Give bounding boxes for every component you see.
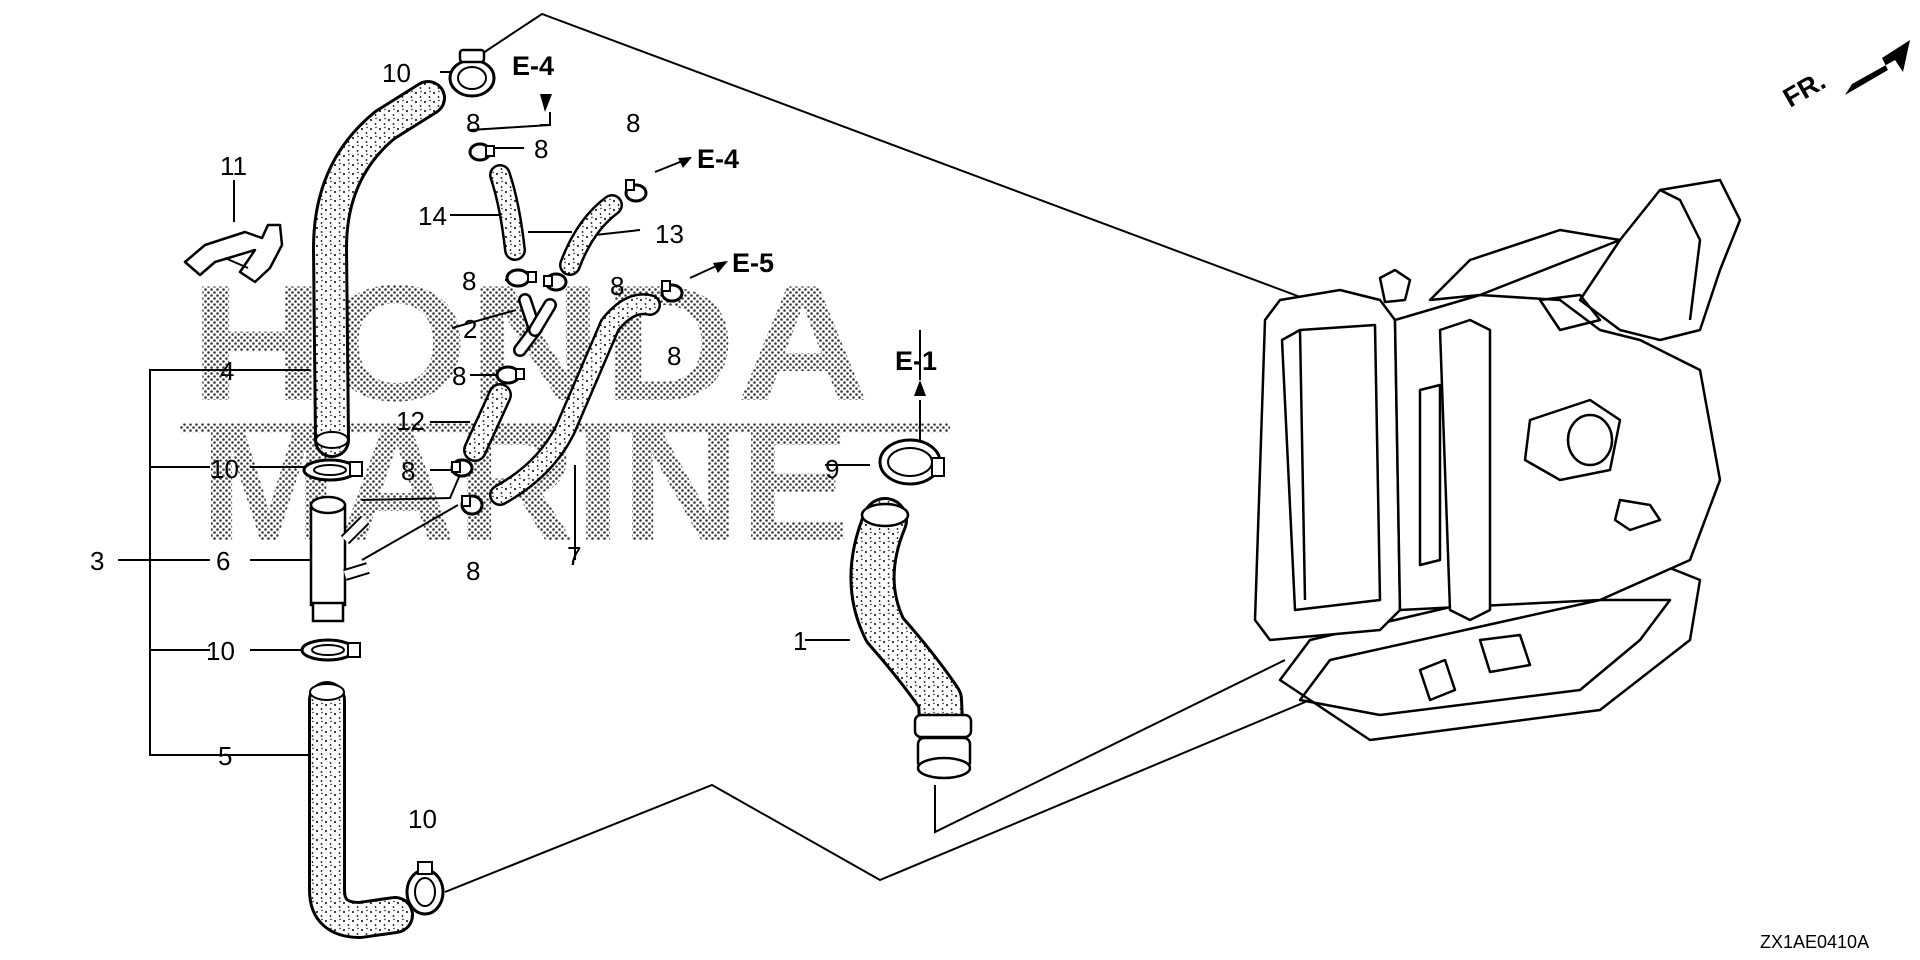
assembly-bracket [118,369,300,756]
callout-12: 12 [396,406,425,436]
front-label: FR. [1778,65,1831,113]
clamp-10-bottom [405,861,445,916]
callout-8-g: 8 [401,456,415,486]
hose-5 [308,681,414,939]
callout-8-f: 8 [452,361,466,391]
callout-7: 7 [567,541,581,571]
joint-6 [309,495,370,623]
callout-8-i: 8 [466,108,480,138]
callout-2: 2 [463,314,477,344]
hose-1 [849,497,973,780]
reference-arrows [540,94,926,440]
callout-13: 13 [655,219,684,249]
callout-6: 6 [216,546,230,576]
callout-8-d: 8 [610,271,624,301]
callout-11: 11 [220,151,247,181]
ref-e5: E-5 [732,248,774,278]
callout-8-e: 8 [667,341,681,371]
callout-1: 1 [793,626,807,656]
callout-3: 3 [90,546,104,576]
hose-13 [559,194,623,276]
engine-assembly [1253,178,1742,742]
callout-5: 5 [218,741,232,771]
callout-10-d: 10 [408,804,437,834]
callout-10-a: 10 [382,58,411,88]
front-direction-indicator: FR. [1778,40,1910,113]
clamp-10-upper [302,458,363,482]
reference-labels: E-4 E-4 E-5 E-1 [512,51,937,376]
callout-14: 14 [418,201,447,231]
clamp-9 [878,438,945,486]
callout-10-c: 10 [206,636,235,666]
joint-2 [513,293,557,357]
assembly-lines [444,12,1336,893]
callout-8-c: 8 [462,266,476,296]
callouts: 1 2 3 4 5 6 7 8 8 8 8 8 8 8 8 8 9 10 10 … [90,58,839,834]
ref-e1: E-1 [895,346,937,376]
ref-e4-right: E-4 [697,144,739,174]
callout-8-h: 8 [466,556,480,586]
callout-8-b: 8 [534,134,548,164]
clamps-8 [450,142,684,516]
clamp-10-lower [300,638,361,662]
hose-12 [463,383,512,462]
hose-4 [312,80,446,458]
ref-e4-top: E-4 [512,51,554,81]
clamp-10-top [448,48,496,98]
callout-4: 4 [220,356,234,386]
hose-7 [489,293,661,506]
hose-14 [489,164,526,261]
diagram-code: ZX1AE0410A [1760,932,1869,952]
callout-8-a: 8 [626,108,640,138]
leader-lines [233,71,921,756]
clip-11 [183,223,284,284]
callout-9: 9 [825,454,839,484]
callout-10-b: 10 [210,454,239,484]
